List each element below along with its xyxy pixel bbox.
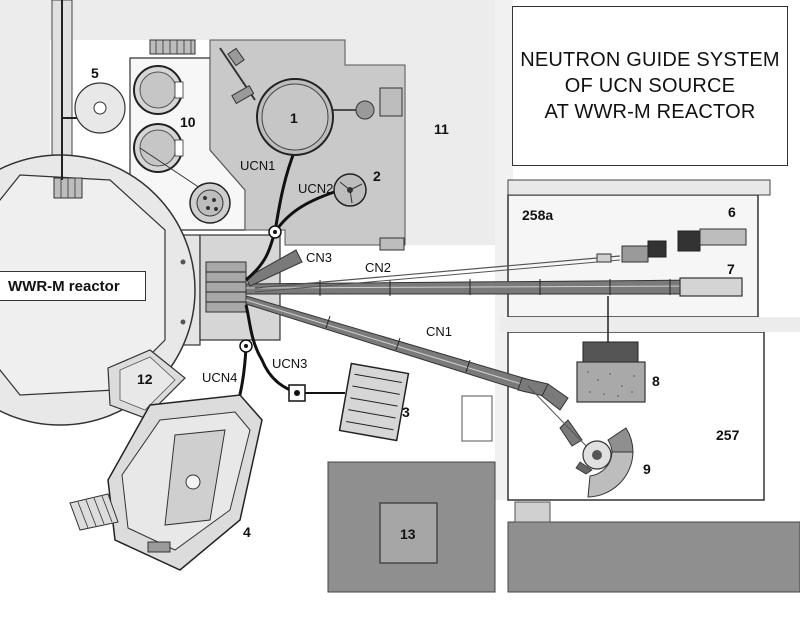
reactor-plug-lines	[60, 178, 76, 198]
instrument-8-body	[576, 361, 646, 403]
label-ucn1: UCN1	[240, 158, 275, 173]
room-257: 257	[716, 427, 740, 443]
number-1: 1	[290, 110, 298, 126]
number-2: 2	[373, 168, 381, 184]
title-line-1: NEUTRON GUIDE SYSTEM	[520, 49, 780, 71]
label-ucn2: UCN2	[298, 181, 333, 196]
cn3-guide	[245, 249, 303, 287]
ucn2-guide	[273, 188, 341, 233]
reactor-label: WWR-M reactor	[0, 271, 146, 301]
number-13: 13	[400, 526, 416, 542]
cn1-tail-line	[527, 385, 593, 453]
instrument-1-side	[355, 100, 375, 120]
instrument-5-center	[93, 101, 107, 115]
instrument-4	[69, 394, 263, 571]
valve-ucn4-dot	[244, 344, 248, 348]
number-11: 11	[434, 121, 449, 137]
vent-lines	[155, 40, 192, 54]
instrument-8-top	[582, 341, 639, 365]
instrument-10	[133, 65, 231, 224]
number-9: 9	[643, 461, 651, 477]
diagram-title-box: NEUTRON GUIDE SYSTEM OF UCN SOURCE AT WW…	[512, 6, 788, 166]
instrument-1-inner	[261, 83, 329, 151]
block-side-small	[461, 395, 493, 442]
number-5: 5	[91, 65, 99, 81]
title-line-2: OF UCN SOURCE	[564, 75, 736, 97]
instrument-1-clamp	[227, 47, 245, 67]
cn1-curved-tail	[517, 377, 583, 447]
block-13-inner	[379, 502, 438, 564]
cn1-guide-centerline	[245, 299, 529, 387]
ucn3-guide	[244, 304, 301, 395]
beam-port-inner	[205, 261, 247, 313]
title-line-3: AT WWR-M REACTOR	[544, 101, 756, 123]
instrument-3	[288, 362, 410, 442]
instrument-2-center	[347, 187, 353, 193]
hall-257-outer	[500, 317, 800, 332]
number-8: 8	[652, 373, 660, 389]
label-ucn4: UCN4	[202, 370, 237, 385]
beam-port-lines	[206, 271, 246, 303]
beam-line-6b	[254, 259, 621, 293]
vent-block-right	[379, 87, 403, 117]
number-3: 3	[402, 404, 410, 420]
instrument-8-speckle	[587, 371, 635, 397]
beam-line-6	[254, 255, 621, 289]
reactor-dot-2	[180, 319, 186, 325]
vent-block-top	[149, 39, 196, 55]
hall-258a-wall	[507, 179, 771, 196]
reactor-dot-1	[180, 259, 186, 265]
instrument-6	[596, 228, 747, 263]
room-258a: 258a	[522, 207, 553, 223]
instrument-9	[575, 427, 634, 498]
block-bottom-small	[514, 501, 551, 523]
vent-block-bottom	[379, 237, 405, 251]
valve-ucn1-dot	[273, 230, 277, 234]
label-cn2: CN2	[365, 260, 391, 275]
instrument-1-clamp-2	[231, 84, 255, 105]
number-10: 10	[180, 114, 196, 130]
cn2-guide-centerline	[245, 285, 701, 289]
instrument-12-inner	[119, 356, 176, 411]
block-bottom-right	[507, 521, 800, 593]
number-7: 7	[727, 261, 735, 277]
label-cn1: CN1	[426, 324, 452, 339]
instrument-7	[679, 277, 743, 297]
number-6: 6	[728, 204, 736, 220]
number-12: 12	[137, 371, 153, 387]
label-cn3: CN3	[306, 250, 332, 265]
number-4: 4	[243, 524, 251, 540]
label-ucn3: UCN3	[272, 356, 307, 371]
